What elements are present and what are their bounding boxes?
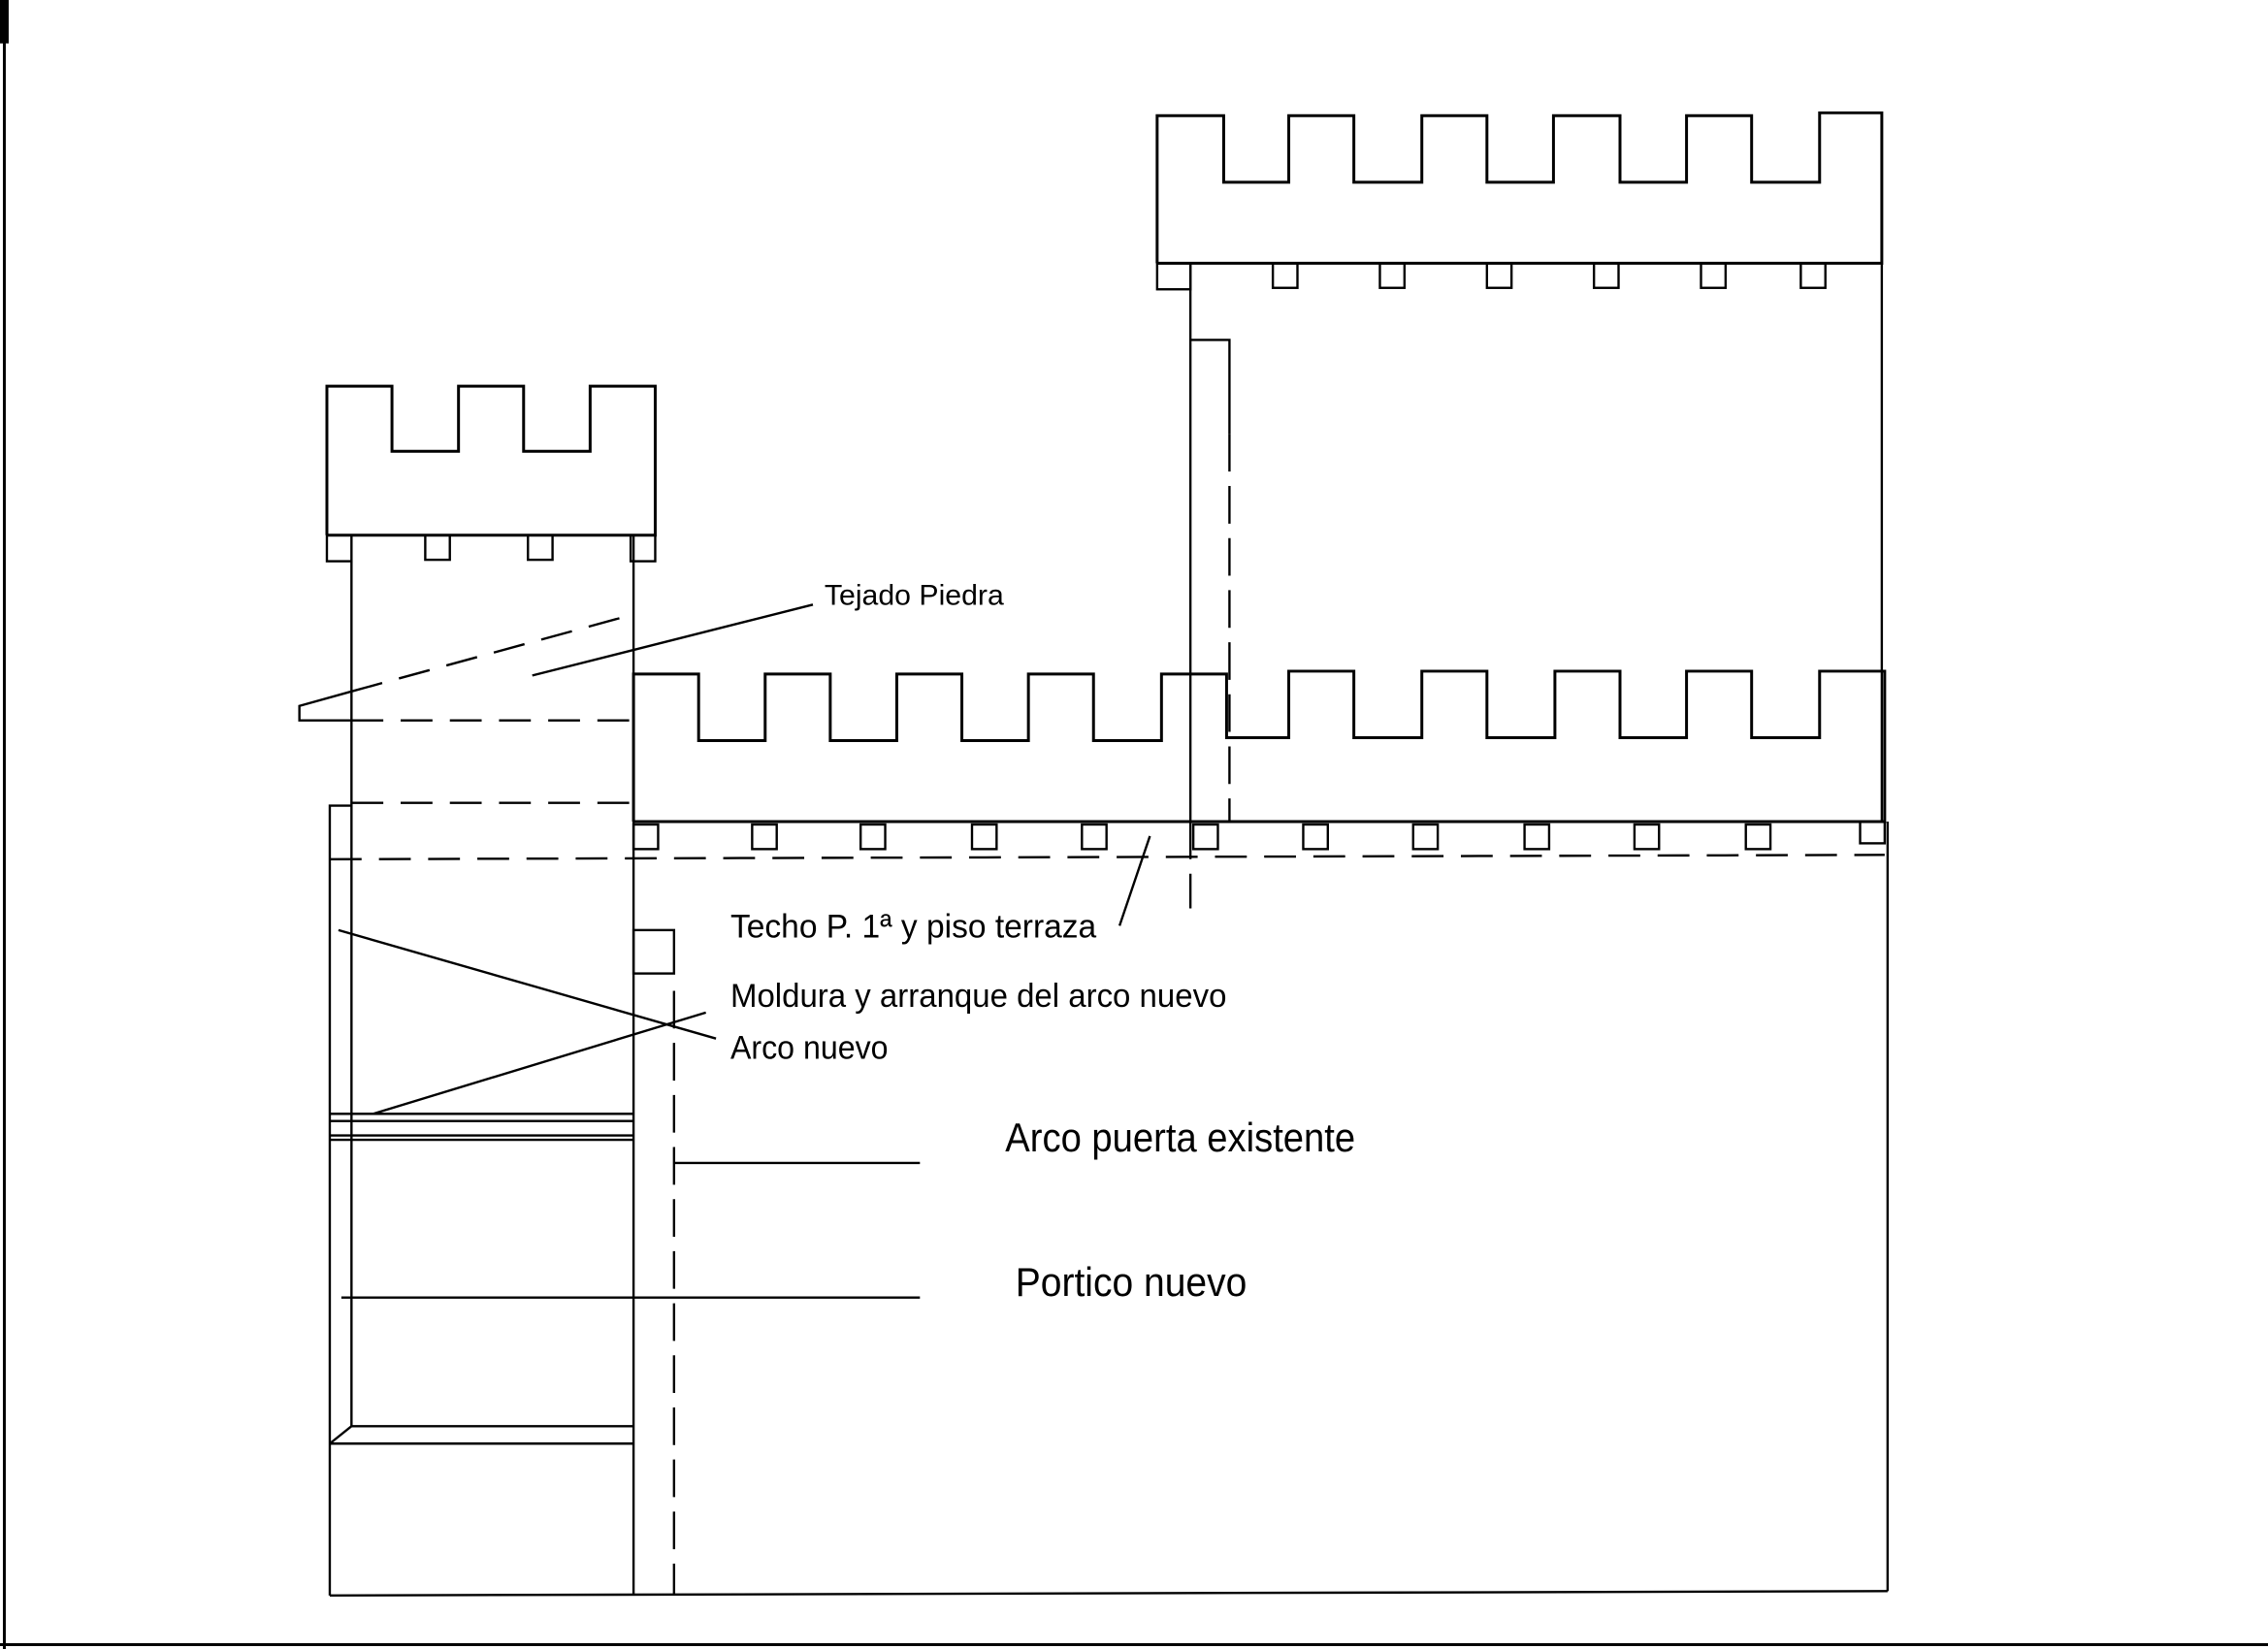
stone-roof-slope bbox=[351, 613, 632, 693]
terrace-corbels bbox=[632, 820, 1887, 851]
left-tower bbox=[298, 384, 717, 1596]
label-tejado-piedra: Tejado Piedra bbox=[825, 579, 1004, 611]
terrace-battlement bbox=[632, 669, 1887, 824]
left-tower-battlement bbox=[325, 384, 657, 537]
right-tower-corbels bbox=[1155, 262, 1827, 291]
label-portico-nuevo: Portico nuevo bbox=[1016, 1259, 1247, 1305]
arch-molding bbox=[632, 928, 676, 975]
right-tower-battlement bbox=[1155, 111, 1884, 265]
leader-lines bbox=[340, 603, 1151, 1299]
floor-dashed-line bbox=[329, 854, 1885, 860]
label-arco-puerta-existente: Arco puerta existente bbox=[1005, 1115, 1355, 1160]
terrace-wall bbox=[329, 669, 1887, 860]
label-arco-nuevo: Arco nuevo bbox=[730, 1030, 889, 1067]
label-techo: Techo P. 1ª y piso terraza bbox=[730, 908, 1097, 945]
main-wall bbox=[329, 534, 1890, 1598]
label-moldura: Moldura y arranque del arco nuevo bbox=[730, 978, 1226, 1015]
left-tower-corbels bbox=[325, 534, 657, 563]
right-tower bbox=[1155, 111, 1884, 909]
right-tower-pilaster bbox=[1190, 339, 1231, 435]
